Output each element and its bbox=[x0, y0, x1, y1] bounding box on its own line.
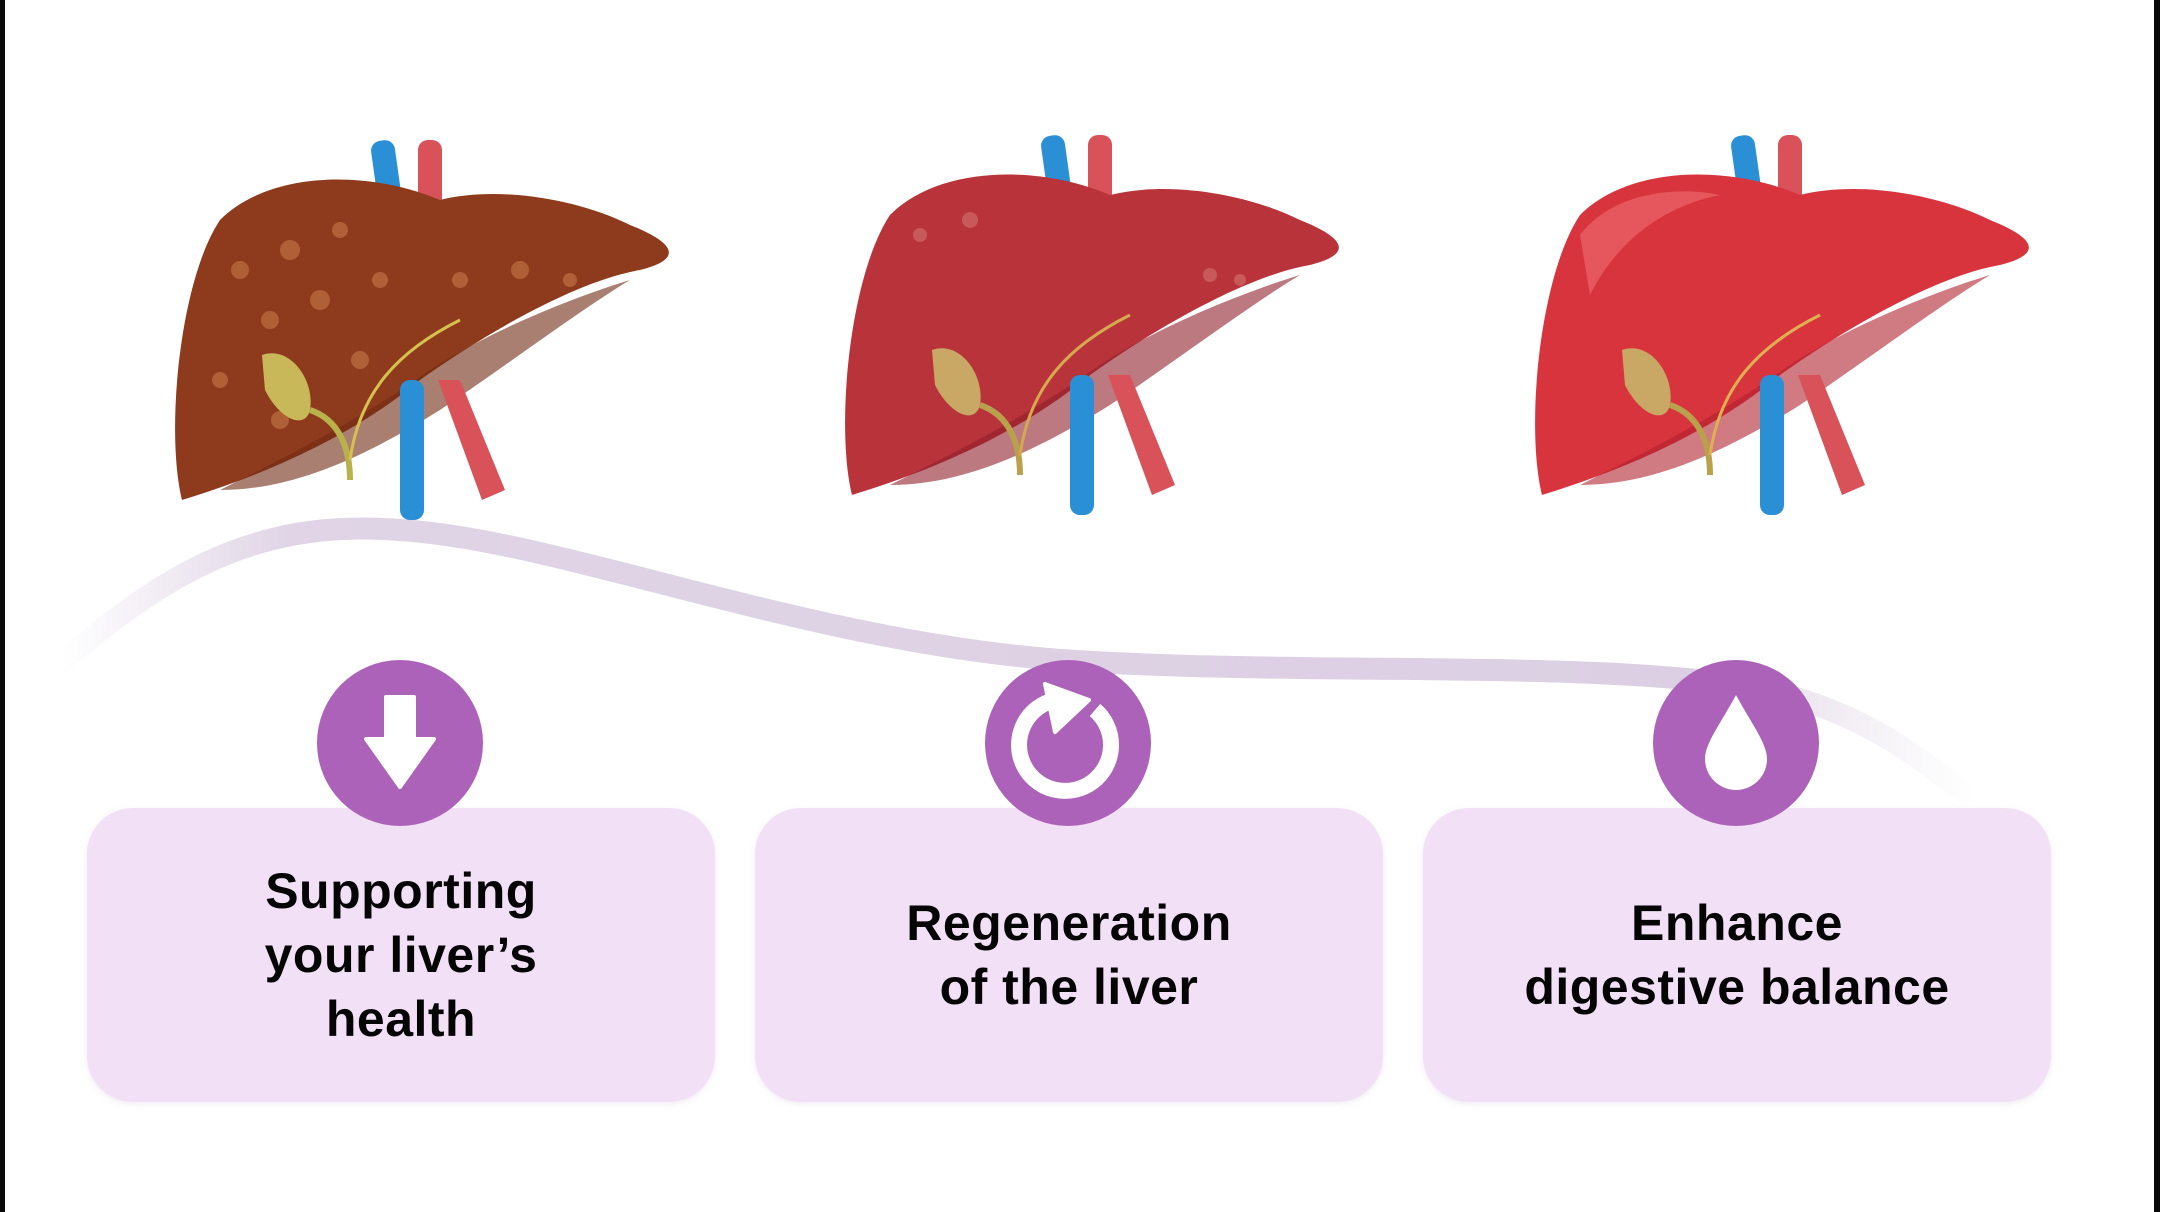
benefit-card-line: digestive balance bbox=[1524, 959, 1950, 1015]
benefit-card-line: Enhance bbox=[1631, 895, 1843, 951]
liver-illustration-healthy bbox=[1535, 135, 2029, 515]
benefit-card-text: Enhance digestive balance bbox=[1524, 891, 1949, 1019]
benefit-card-line: of the liver bbox=[939, 959, 1199, 1015]
frame-border-right bbox=[2154, 0, 2160, 1212]
benefit-card-liver-support: Supporting your liver’s health bbox=[87, 808, 715, 1102]
refresh-badge bbox=[985, 660, 1151, 826]
benefit-card-regeneration: Regeneration of the liver bbox=[755, 808, 1383, 1102]
arrow-down-badge bbox=[317, 660, 483, 826]
benefit-card-line: Regeneration bbox=[906, 895, 1232, 951]
refresh-icon bbox=[1011, 682, 1120, 799]
benefit-card-text: Supporting your liver’s health bbox=[265, 859, 538, 1051]
water-drop-badge bbox=[1653, 660, 1819, 826]
arrow-down-icon bbox=[364, 695, 436, 789]
benefit-card-digestive-balance: Enhance digestive balance bbox=[1423, 808, 2051, 1102]
benefit-card-line: your liver’s bbox=[264, 927, 538, 983]
frame-border-left bbox=[0, 0, 5, 1212]
liver-illustration-damaged bbox=[175, 140, 669, 520]
benefit-card-line: health bbox=[325, 991, 477, 1047]
benefit-card-line: Supporting bbox=[265, 863, 537, 919]
benefit-card-text: Regeneration of the liver bbox=[906, 891, 1232, 1019]
liver-illustration-recovering bbox=[845, 135, 1339, 515]
water-drop-icon bbox=[1705, 695, 1767, 790]
